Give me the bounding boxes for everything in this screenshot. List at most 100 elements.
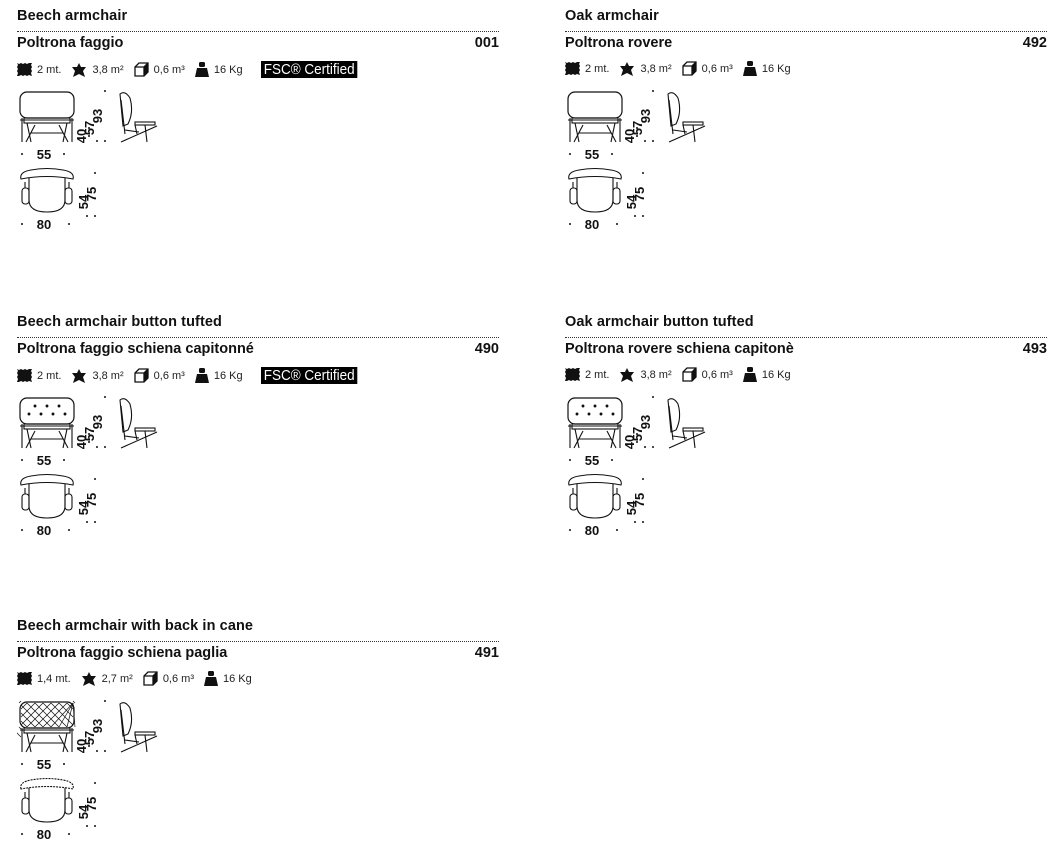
dimension-height: 93: [638, 109, 653, 123]
spec-fabric: 2 mt.: [565, 62, 609, 75]
dimension-total-depth: 75: [84, 493, 99, 507]
spec-volume-value: 0,6 m³: [701, 368, 733, 381]
dimension-depth: 80: [37, 217, 51, 232]
dimension-depth: 80: [585, 217, 599, 232]
dimension-height: 93: [638, 415, 653, 429]
dotted-divider: [17, 31, 499, 32]
dimension-seat-height: 40: [74, 739, 89, 753]
spec-leather: 3,8 m²: [619, 61, 672, 76]
top-view: [20, 473, 74, 519]
fsc-certified-badge: FSC® Certified: [260, 367, 357, 384]
product-code: 493: [1022, 341, 1047, 357]
spec-fabric: 1,4 mt.: [17, 672, 71, 685]
spec-weight: 16 Kg: [194, 368, 243, 383]
spec-fabric: 2 mt.: [17, 369, 61, 382]
leather-hide-icon: [81, 671, 102, 686]
fabric-icon: [17, 63, 37, 76]
product-title-italian: Poltrona rovere: [565, 35, 673, 51]
weight-icon: [742, 367, 762, 382]
spec-weight-value: 16 Kg: [213, 369, 243, 382]
weight-icon: [194, 368, 214, 383]
spec-leather: 3,8 m²: [619, 367, 672, 382]
dimension-seat-depth: 54: [76, 500, 91, 515]
spec-volume-value: 0,6 m³: [162, 672, 194, 685]
front-view: [19, 397, 75, 449]
product-title-english: Beech armchair button tufted: [17, 314, 223, 330]
dimension-depth: 80: [37, 827, 51, 842]
dimension-depth: 80: [585, 523, 599, 538]
front-view: [19, 91, 75, 143]
spec-volume-value: 0,6 m³: [153, 63, 185, 76]
dimension-seat-height: 40: [74, 435, 89, 449]
side-view: [119, 92, 158, 143]
spec-leather-value: 3,8 m²: [640, 62, 672, 75]
dotted-divider: [565, 31, 1047, 32]
spec-volume: 0,6 m³: [681, 367, 733, 382]
cube-volume-icon: [133, 368, 154, 383]
spec-volume: 0,6 m³: [133, 62, 185, 77]
dimension-arm-height: 57: [82, 731, 97, 745]
dotted-divider: [17, 337, 499, 338]
product-code: 490: [474, 341, 499, 357]
spec-leather: 2,7 m²: [81, 671, 133, 686]
product-entry: Oak armchair button tufted Poltrona rove…: [565, 314, 1047, 554]
spec-volume-value: 0,6 m³: [153, 369, 185, 382]
spec-weight: 16 Kg: [194, 62, 243, 77]
spec-leather-value: 2,7 m²: [101, 672, 133, 685]
side-view: [667, 398, 706, 449]
spec-weight: 16 Kg: [742, 367, 791, 382]
spec-fabric-value: 2 mt.: [585, 368, 610, 381]
product-title-english: Oak armchair button tufted: [565, 314, 754, 330]
leather-hide-icon: [71, 368, 92, 383]
dimension-total-depth: 75: [632, 493, 647, 507]
dimension-seat-depth: 54: [624, 194, 639, 209]
leather-hide-icon: [619, 367, 640, 382]
dimension-arm-height: 57: [82, 427, 97, 441]
dimension-seat-height: 40: [622, 129, 637, 143]
cube-volume-icon: [133, 62, 154, 77]
top-view: [568, 473, 622, 519]
spec-leather-value: 3,8 m²: [640, 368, 672, 381]
product-title-italian: Poltrona rovere schiena capitonè: [565, 341, 794, 357]
spec-weight: 16 Kg: [204, 671, 252, 686]
leather-hide-icon: [71, 62, 92, 77]
product-code: 491: [474, 645, 499, 661]
product-entry: Beech armchair with back in cane Poltron…: [17, 618, 499, 858]
spec-fabric-value: 2 mt.: [37, 63, 62, 76]
specs-row: 2 mt. 3,8 m² 0,6 m³ 16 Kg: [565, 367, 801, 382]
spec-weight: 16 Kg: [742, 61, 791, 76]
dimension-depth: 80: [37, 523, 51, 538]
product-title-italian: Poltrona faggio schiena paglia: [17, 645, 228, 661]
front-view: [567, 397, 623, 449]
spec-volume: 0,6 m³: [681, 61, 733, 76]
dimension-width: 55: [37, 757, 51, 772]
leather-hide-icon: [619, 61, 640, 76]
front-view: [567, 91, 623, 143]
fsc-certified-badge: FSC® Certified: [260, 61, 357, 78]
dimension-seat-depth: 54: [76, 804, 91, 819]
specs-row: 2 mt. 3,8 m² 0,6 m³ 16 Kg: [565, 61, 801, 76]
weight-icon: [204, 671, 223, 686]
cube-volume-icon: [681, 61, 702, 76]
product-title-italian: Poltrona faggio schiena capitonné: [17, 341, 254, 357]
product-code: 492: [1022, 35, 1047, 51]
side-view: [667, 92, 706, 143]
dotted-divider: [17, 641, 499, 642]
specs-row: 2 mt. 3,8 m² 0,6 m³ 16 Kg FSC® Certified: [17, 61, 368, 78]
dimension-height: 93: [90, 415, 105, 429]
spec-fabric: 2 mt.: [17, 63, 61, 76]
fabric-icon: [565, 62, 585, 75]
product-title-italian: Poltrona faggio: [17, 35, 124, 51]
dimension-width: 55: [585, 147, 599, 162]
product-entry: Beech armchair button tufted Poltrona fa…: [17, 314, 499, 554]
fabric-icon: [17, 672, 37, 685]
spec-leather-value: 3,8 m²: [92, 63, 124, 76]
specs-row: 1,4 mt. 2,7 m² 0,6 m³ 16 Kg: [17, 671, 262, 686]
top-view: [20, 777, 74, 823]
product-title-english: Oak armchair: [565, 8, 659, 24]
dimension-seat-height: 40: [74, 129, 89, 143]
product-title-english: Beech armchair: [17, 8, 128, 24]
